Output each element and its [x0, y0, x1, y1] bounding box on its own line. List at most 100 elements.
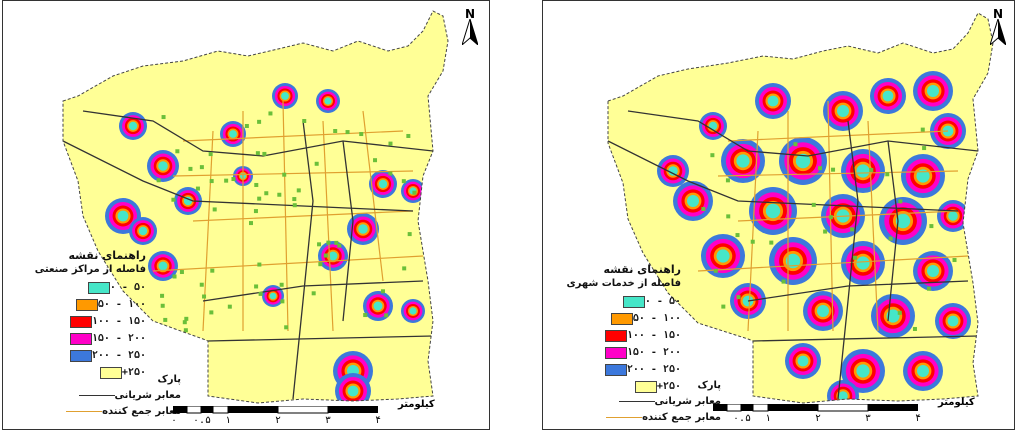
park-marker	[202, 294, 207, 299]
left-north-arrow: N	[462, 7, 478, 45]
park-marker	[823, 229, 828, 234]
park-marker	[224, 178, 229, 183]
park-marker	[318, 262, 323, 267]
distance-zone-ring	[378, 179, 388, 189]
left-legend-row-1: ۵۰ - ۱۰۰	[11, 296, 146, 313]
park-marker	[326, 240, 331, 245]
legend-label: ۱۵۰ - ۲۰۰	[626, 347, 681, 358]
distance-zone-ring	[785, 253, 801, 269]
right-scale-bar	[713, 404, 918, 412]
distance-zone-ring	[183, 196, 193, 206]
right-collector-legend: معابر جمع کننده	[551, 409, 721, 425]
right-legend-row-1: ۵۰ - ۱۰۰	[551, 310, 681, 327]
distance-zone-ring	[687, 195, 699, 207]
distance-zone-ring	[117, 210, 129, 222]
park-marker	[279, 282, 284, 287]
collector-line-icon	[606, 416, 643, 418]
park-marker	[818, 166, 823, 171]
legend-swatch	[87, 281, 110, 294]
left-map-panel: N راهنمای نقشه فاصله از مراکز صنعتی ۰ - …	[2, 0, 490, 430]
right-arterial-roads	[608, 110, 979, 400]
park-marker	[302, 118, 307, 123]
park-marker	[314, 161, 319, 166]
legend-swatch	[622, 295, 645, 308]
left-scale-unit: کیلومتر	[398, 399, 435, 410]
park-marker	[268, 111, 273, 116]
park-marker	[257, 196, 262, 201]
distance-zone-ring	[328, 251, 338, 261]
north-arrow-icon	[990, 19, 1006, 45]
right-north-arrow: N	[990, 7, 1006, 45]
distance-zone-ring	[895, 213, 911, 229]
park-marker	[750, 239, 755, 244]
arterial-line-icon	[78, 394, 115, 396]
park-marker	[793, 142, 798, 147]
distance-zone-ring	[948, 211, 958, 221]
right-legend-row-2: ۱۰۰ - ۱۵۰	[551, 327, 681, 344]
right-scale-tick-0: ۰	[711, 413, 718, 424]
park-marker	[888, 236, 893, 241]
park-marker	[195, 186, 200, 191]
right-legend-row-0: ۰ - ۵۰	[551, 293, 681, 310]
north-arrow-icon	[462, 19, 478, 45]
park-marker	[253, 209, 258, 214]
right-scale-tick-4: ۳	[865, 413, 872, 424]
right-arterial-label: معابر شریانی	[654, 395, 721, 407]
left-park-label: پارک	[157, 373, 181, 385]
park-marker	[781, 279, 786, 284]
park-marker	[244, 123, 249, 128]
arterial-line-icon	[618, 400, 655, 402]
right-city-boundary	[607, 12, 994, 404]
park-marker	[277, 192, 282, 197]
legend-label: ۵۰ - ۱۰۰	[97, 299, 146, 310]
park-marker	[922, 146, 927, 151]
park-marker	[183, 328, 188, 333]
distance-zone-ring	[856, 164, 870, 178]
park-marker	[912, 326, 917, 331]
park-marker	[227, 304, 232, 309]
distance-zone-ring	[324, 97, 332, 105]
right-collector-label: معابر جمع کننده	[642, 411, 721, 423]
park-marker	[388, 141, 393, 146]
park-marker	[850, 227, 855, 232]
park-marker	[257, 262, 262, 267]
left-legend-row-5: +۲۵۰	[11, 364, 146, 381]
distance-zone-ring	[409, 307, 417, 315]
distance-zone-ring	[916, 169, 930, 183]
legend-label: ۱۰۰ - ۱۵۰	[91, 316, 146, 327]
park-marker	[209, 310, 214, 315]
park-marker	[264, 191, 269, 196]
legend-label: +۲۵۰	[656, 381, 681, 392]
left-scale-tick-1: ۰.۵	[193, 415, 212, 426]
park-marker	[188, 166, 193, 171]
left-distance-zones	[105, 83, 425, 403]
park-marker	[282, 172, 287, 177]
distance-zone-ring	[158, 161, 168, 171]
left-legend-row-3: ۱۵۰ - ۲۰۰	[11, 330, 146, 347]
right-legend: راهنمای نقشه فاصله از خدمات شهری ۰ - ۵۰ …	[551, 263, 681, 395]
distance-zone-ring	[838, 391, 848, 401]
park-marker	[373, 158, 378, 163]
park-marker	[406, 133, 411, 138]
park-marker	[701, 207, 706, 212]
distance-zone-ring	[765, 203, 781, 219]
legend-swatch	[604, 346, 627, 359]
park-marker	[199, 282, 204, 287]
legend-label: ۲۰۰ - ۲۵۰	[626, 364, 681, 375]
legend-swatch	[69, 349, 92, 362]
right-map-body	[608, 13, 993, 403]
park-marker	[388, 171, 393, 176]
left-north-label: N	[465, 7, 476, 21]
left-line-legend: پارک معابر شریانی معابر جمع کننده	[11, 371, 181, 419]
legend-label: ۰ - ۵۰	[109, 282, 146, 293]
park-marker	[292, 197, 297, 202]
park-marker	[184, 316, 189, 321]
distance-zone-ring	[281, 92, 289, 100]
distance-zone-ring	[347, 385, 359, 397]
park-marker	[199, 165, 204, 170]
legend-swatch	[604, 363, 627, 376]
park-marker	[171, 197, 176, 202]
legend-swatch	[75, 298, 98, 311]
right-scale-unit: کیلومتر	[938, 397, 975, 408]
park-marker	[721, 304, 726, 309]
